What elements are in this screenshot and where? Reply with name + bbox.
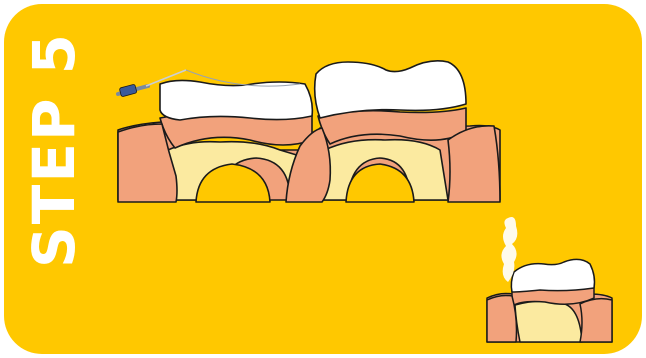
tooth-crown-left [160,80,312,120]
gum-pillar-right [448,126,500,202]
small-gum-pillar-right [580,299,612,342]
step-label: STEP 5 [22,6,86,268]
small-gum-pillar-left [487,296,517,343]
